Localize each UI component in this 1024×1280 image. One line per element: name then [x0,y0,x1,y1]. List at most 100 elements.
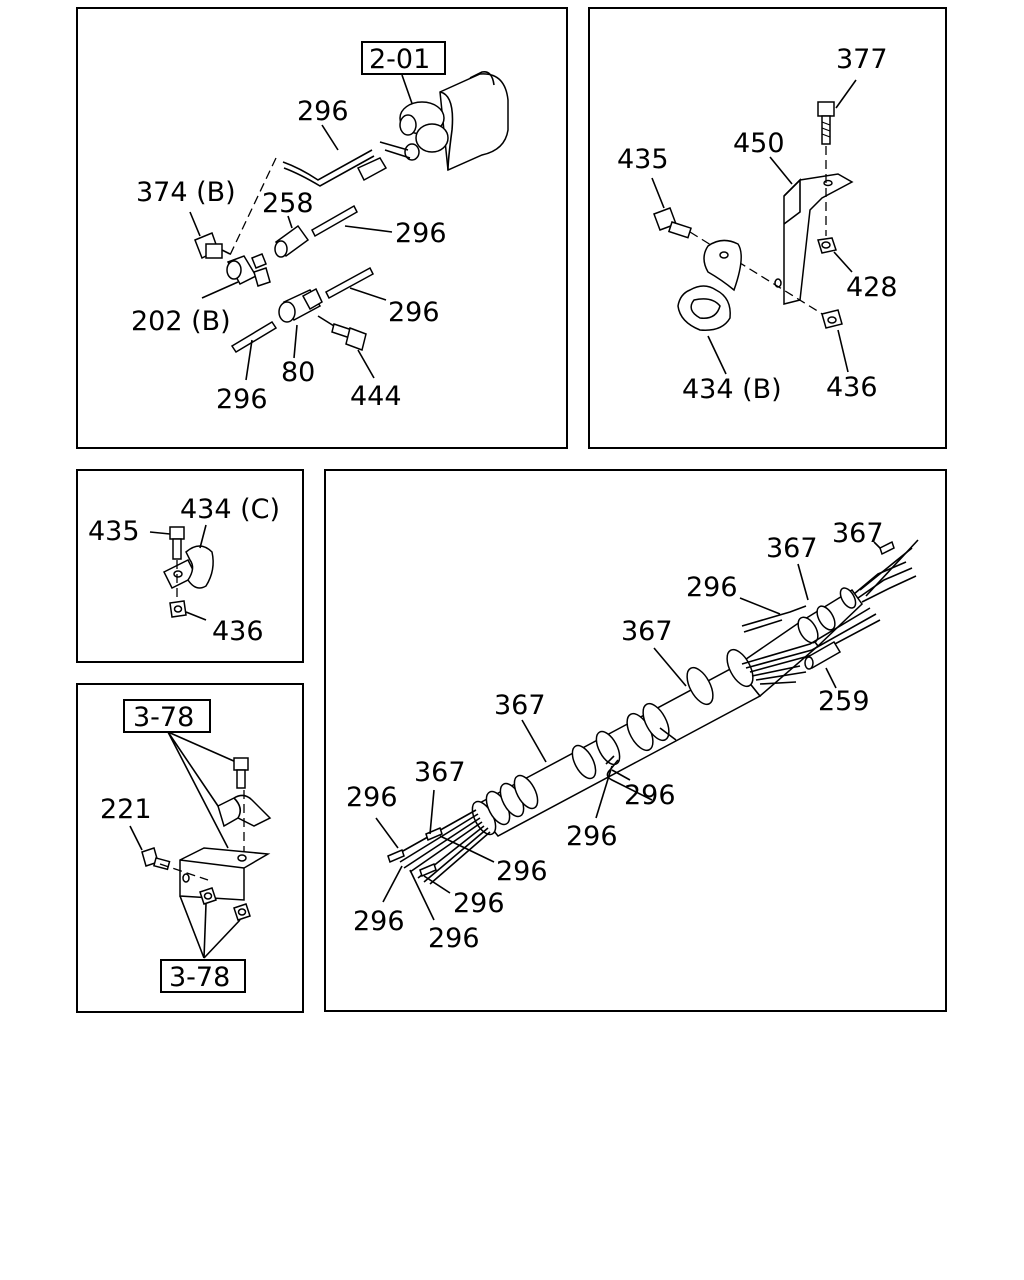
part-label: 296 [388,297,440,328]
part-label: 444 [350,381,402,412]
nut [817,237,837,254]
sleeve [804,640,842,670]
bolt [233,757,249,789]
leader-line [382,865,403,903]
tee-fitting [278,287,323,323]
reference-box [361,41,446,75]
bolt [653,207,692,239]
bolt [317,315,367,351]
part-label: 367 [766,533,818,564]
part-label: 296 [346,782,398,813]
leader-line [739,597,781,615]
leader-line [129,825,143,851]
leader-line [321,124,339,151]
wire-bundle-upper [741,539,919,685]
nut [199,887,217,905]
part-label: 259 [818,686,870,717]
panel-frame [324,469,947,1012]
leader-line [344,225,393,233]
leader-line [611,769,631,781]
center-line [229,157,277,256]
leader-line [167,731,237,763]
fitting [194,232,231,260]
part-label: 367 [621,616,673,647]
pipe [282,149,373,181]
part-label: 296 [395,218,447,249]
leader-line [185,611,207,621]
leader-line [375,817,399,849]
leader-line [149,531,171,535]
part-label: 434 (C) [180,494,280,525]
part-label: 296 [624,780,676,811]
starter-motor [356,70,509,182]
wire-bundle-left [387,809,491,885]
part-label: 377 [836,44,888,75]
tube [230,320,278,354]
leader-line [521,719,547,763]
pipe [283,155,375,187]
leader-line [167,731,219,807]
leader-line [167,731,229,849]
tube [311,204,358,238]
part-label: 435 [617,144,669,175]
leader-line [287,215,293,229]
panel-frame [588,7,947,449]
leader-line [423,875,451,894]
panel-bracket-clamp: 377 450 428 435 [588,7,947,449]
reference-label: 3-78 [133,702,194,733]
sleeve [251,224,310,269]
leader-line [833,251,853,273]
leader-line [825,667,837,689]
leader-line [203,919,241,959]
leader-line [873,541,881,549]
center-line [159,863,209,881]
leader-line [203,903,207,959]
part-label: 296 [216,384,268,415]
nut [169,600,187,618]
part-label: 296 [566,821,618,852]
nut [233,903,251,921]
panel-clamp-c: 435 434 (C) 436 [76,469,304,663]
bolt [141,847,171,871]
bracket [179,847,271,901]
leader-line [429,789,435,835]
panel-mounting: 3-78 221 [76,683,304,1013]
part-label: 450 [733,128,785,159]
leader-line [595,765,613,819]
part-label: 367 [832,518,884,549]
reference-label: 2-01 [369,44,430,75]
leader-line [837,329,849,373]
part-label: 434 (B) [682,374,782,405]
leader-line [179,895,205,959]
reference-box [160,959,246,993]
part-label: 374 (B) [136,177,236,208]
part-label: 202 (B) [131,306,231,337]
leader-line [357,349,375,379]
leader-line [293,324,298,359]
part-label: 367 [494,690,546,721]
leader-line [651,177,665,209]
nut [821,309,843,329]
panel-harness: 259 367 367 296 367 367 367 296 296 296 … [324,469,947,1012]
part-label: 428 [846,272,898,303]
clamp [162,545,214,590]
part-label: 296 [453,888,505,919]
part-label: 296 [353,906,405,937]
leader-line [707,335,727,375]
bolt [817,101,835,145]
part-label: 367 [414,757,466,788]
harness-rings [471,587,857,836]
panel-starter-hoses: 2-01 296 374 (B) [76,7,568,449]
part-label: 436 [826,372,878,403]
leader-line [349,287,387,301]
leader-line [797,563,809,601]
part-label: 296 [428,923,480,954]
leader-line [409,869,435,921]
leader-line [189,211,201,237]
part-label: 80 [281,357,315,388]
part-label: 258 [262,188,314,219]
part-label: 296 [297,96,349,127]
panel-frame [76,683,304,1013]
leader-line [245,339,253,381]
reference-label: 3-78 [169,962,230,993]
